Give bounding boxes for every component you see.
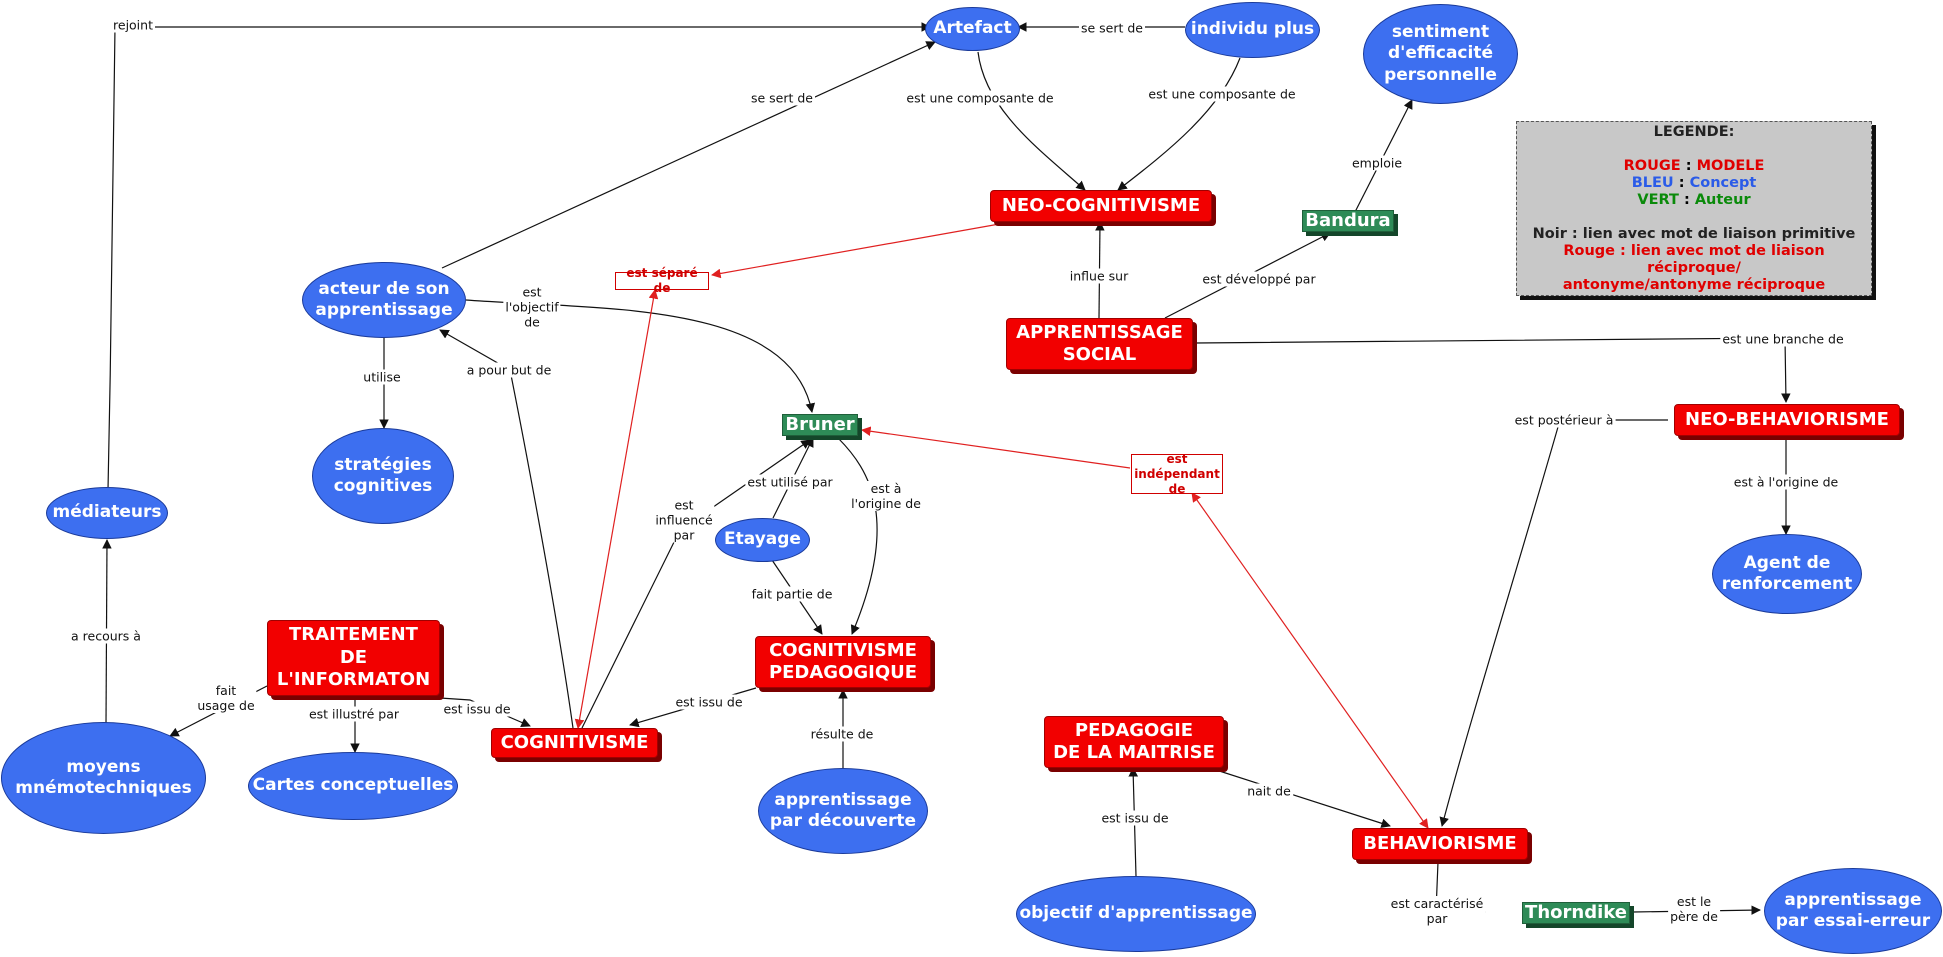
link-neobehav-behaviorisme (1439, 419, 1668, 827)
label-rejoint: rejoint (111, 17, 155, 33)
link-cognitivisme-acteur (439, 329, 574, 729)
label-pere: est le père de (1668, 894, 1720, 924)
label-caracterise: est caractérisé par (1388, 896, 1486, 926)
link-red-separe-cognitivisme (574, 289, 659, 729)
author-thorndike[interactable]: Thorndike (1522, 902, 1630, 924)
model-cognitivisme[interactable]: COGNITIVISME (491, 728, 658, 758)
label-issu-3: est issu de (1099, 810, 1171, 826)
label-se-sert-de-1: se sert de (1078, 20, 1146, 36)
link-rejoint (107, 22, 931, 491)
label-origine-1: est à l'origine de (849, 481, 923, 511)
label-fait-usage: fait usage de (195, 683, 257, 713)
relation-est-separe-de[interactable]: est séparé de (615, 266, 709, 295)
legend-rouge-line-1: Rouge : lien avec mot de liaison récipro… (1563, 243, 1825, 276)
concept-cartes-conceptuelles[interactable]: Cartes conceptuelles (248, 752, 458, 820)
legend-rouge-line-2: antonyme/antonyme réciproque (1562, 277, 1826, 293)
label-recours: a recours à (69, 628, 143, 644)
label-emploie: emploie (1349, 155, 1405, 171)
link-red-bruner-independant (861, 426, 1131, 469)
label-issu-2: est issu de (673, 694, 745, 710)
link-artefact-neocog (977, 51, 1086, 191)
model-neo-behaviorisme[interactable]: NEO-BEHAVIORISME (1674, 404, 1900, 436)
concept-acteur-apprentissage[interactable]: acteur de son apprentissage (302, 262, 466, 338)
legend-vert: VERT : Auteur (1637, 192, 1751, 208)
concept-strategies-cognitives[interactable]: stratégies cognitives (312, 428, 454, 524)
concept-objectif-apprentissage[interactable]: objectif d'apprentissage (1016, 876, 1256, 952)
label-se-sert-de-2: se sert de (748, 90, 816, 106)
label-illustre: est illustré par (306, 706, 402, 722)
concept-apprentissage-essai-erreur[interactable]: apprentissage par essai-erreur (1764, 868, 1942, 954)
concept-individu-plus[interactable]: individu plus (1185, 2, 1320, 58)
concept-agent-renforcement[interactable]: Agent de renforcement (1712, 534, 1862, 614)
link-traitement-cognitivisme (439, 697, 531, 727)
legend-box: LEGENDE: ROUGE : MODELE BLEU : Concept V… (1516, 121, 1872, 296)
link-acteur-artefact (441, 41, 936, 269)
label-resulte: résulte de (808, 726, 876, 742)
link-red-independant-behaviorisme (1191, 492, 1429, 829)
model-apprentissage-social[interactable]: APPRENTISSAGE SOCIAL (1006, 318, 1193, 370)
label-utilise-par: est utilisé par (745, 474, 835, 490)
model-pedagogie-maitrise[interactable]: PEDAGOGIE DE LA MAITRISE (1044, 716, 1224, 768)
label-influe-sur: influe sur (1067, 268, 1131, 284)
concept-sentiment-efficacite[interactable]: sentiment d'efficacité personnelle (1363, 4, 1518, 104)
link-red-neocog-separe (711, 222, 1006, 279)
link-social-neobehav (1194, 337, 1791, 403)
legend-rouge: ROUGE : MODELE (1623, 158, 1765, 174)
label-composante-1: est une composante de (904, 90, 1056, 106)
label-composante-2: est une composante de (1146, 86, 1298, 102)
label-objectif-de: est l'objectif de (503, 284, 561, 330)
model-cognitivisme-pedagogique[interactable]: COGNITIVISME PEDAGOGIQUE (755, 636, 931, 688)
model-neo-cognitivisme[interactable]: NEO-COGNITIVISME (990, 190, 1212, 222)
legend-noir-line: Noir : lien avec mot de liaison primitiv… (1532, 226, 1856, 242)
label-issu-1: est issu de (441, 701, 513, 717)
label-pour-but: a pour but de (464, 362, 554, 378)
concept-etayage[interactable]: Etayage (715, 518, 810, 562)
author-bandura[interactable]: Bandura (1302, 210, 1394, 232)
link-bruner-cogped (837, 437, 878, 635)
author-bruner[interactable]: Bruner (782, 414, 858, 436)
concept-mediateurs[interactable]: médiateurs (46, 487, 168, 539)
concept-artefact[interactable]: Artefact (925, 7, 1020, 51)
relation-est-independant-de[interactable]: est indépendant de (1131, 452, 1223, 496)
legend-title: LEGENDE: (1653, 124, 1735, 140)
model-behaviorisme[interactable]: BEHAVIORISME (1352, 828, 1528, 860)
label-nait-de: nait de (1245, 783, 1293, 799)
model-traitement-information[interactable]: TRAITEMENT DE L'INFORMATON (267, 620, 440, 696)
link-individu-neocog (1117, 57, 1241, 191)
label-developpe-par: est développé par (1200, 271, 1318, 287)
label-influence-par: est influencé par (653, 497, 715, 543)
label-utilise: utilise (361, 369, 403, 385)
label-fait-partie: fait partie de (749, 586, 835, 602)
concept-moyens-mnemotechniques[interactable]: moyens mnémotechniques (1, 722, 206, 834)
label-origine-2: est à l'origine de (1731, 474, 1841, 490)
link-maitrise-behaviorisme (1209, 767, 1391, 828)
legend-bleu: BLEU : Concept (1631, 175, 1757, 191)
label-branche-de: est une branche de (1720, 331, 1846, 347)
label-posterieur: est postérieur à (1512, 412, 1616, 428)
concept-apprentissage-decouverte[interactable]: apprentissage par découverte (758, 768, 928, 854)
